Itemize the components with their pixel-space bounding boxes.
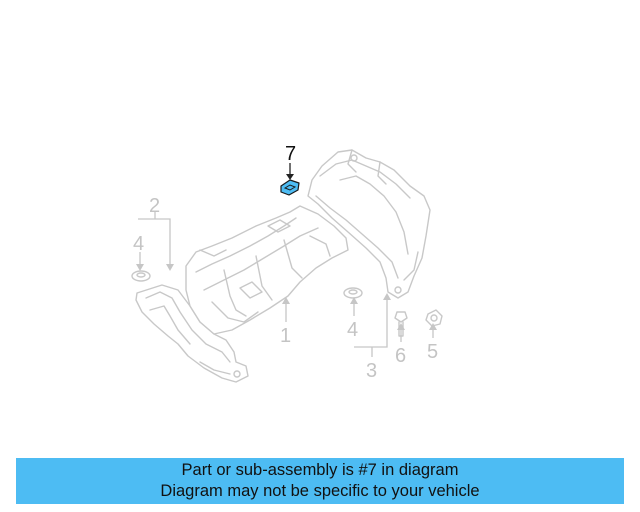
engine-under-cover (185, 205, 349, 335)
callout-5: 5 (427, 341, 438, 363)
info-banner: Part or sub-assembly is #7 in diagram Di… (16, 458, 624, 504)
callout-7: 7 (285, 143, 296, 165)
callout-1: 1 (280, 325, 291, 347)
callout-6: 6 (395, 345, 406, 367)
right-splash-shield (307, 149, 431, 299)
nut (425, 309, 443, 327)
callout-2: 2 (149, 195, 160, 217)
fastener-highlighted (280, 179, 300, 196)
callout-4-right: 4 (347, 319, 358, 341)
callout-3: 3 (366, 360, 377, 382)
parts-diagram: 7 2 4 1 4 6 5 3 (131, 143, 443, 383)
banner-line-2: Diagram may not be specific to your vehi… (160, 482, 480, 500)
banner-line-1: Part or sub-assembly is #7 in diagram (181, 461, 459, 479)
leader-lines (136, 163, 437, 357)
clip-left (131, 270, 151, 282)
callout-4-left: 4 (133, 233, 144, 255)
clip-right (343, 287, 363, 299)
